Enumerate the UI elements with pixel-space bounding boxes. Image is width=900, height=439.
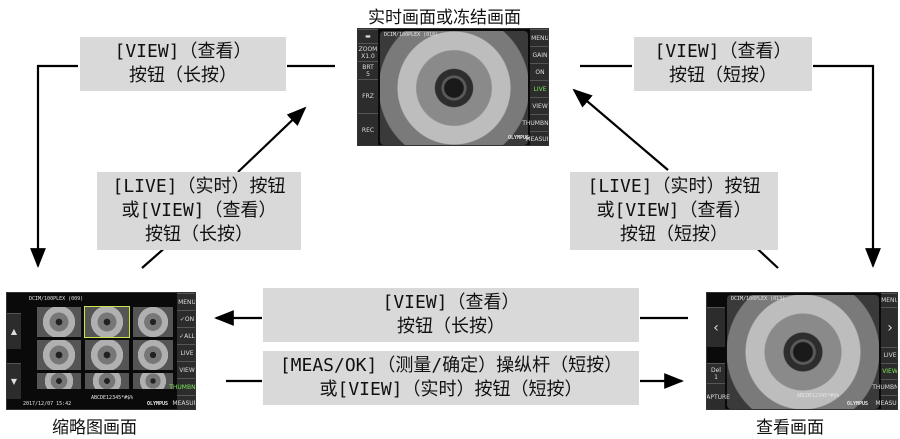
label-top-right: [VIEW]（查看） 按钮（短按） (634, 37, 812, 91)
label-line: [VIEW]（查看） (114, 41, 252, 62)
label-line: 按钮（长按） (129, 65, 237, 86)
view-right-button: MEASURE (875, 395, 897, 409)
view-scope-view (727, 295, 879, 409)
label-line: [VIEW]（查看） (382, 292, 520, 313)
arrow-thumbnail-to-live-head (237, 106, 307, 173)
arrow-live-to-thumbnail (30, 64, 78, 268)
thumbnail-tile (85, 340, 129, 370)
view-screen-image: DCIM/100PLEX (013) ABCDE12345*#$% OLYMPU… (706, 292, 898, 410)
label-line: [LIVE]（实时）按钮 (112, 176, 286, 197)
thumbnail-down-button: ▼ (7, 363, 21, 399)
live-right-button: MENU (530, 29, 548, 46)
label-bottom-view-to-thumbnail: [VIEW]（查看） 按钮（长按） (263, 288, 639, 342)
view-right-button: THUMBNAIL (872, 379, 897, 395)
thumbnail-tile (37, 373, 81, 389)
label-line: 或[VIEW]（实时）按钮（短按） (319, 379, 583, 400)
view-code: ABCDE12345*#$% (797, 393, 840, 399)
label-line: 或[VIEW]（查看） (121, 200, 277, 221)
label-mid-right: [LIVE]（实时）按钮 或[VIEW]（查看） 按钮（短按） (570, 172, 778, 250)
view-right-button: MENU (881, 293, 897, 307)
view-brand: OLYMPUS (847, 401, 869, 407)
live-left-button: BRT 5 (358, 61, 378, 79)
live-right-button: MEASURE (525, 131, 548, 145)
label-mid-left: [LIVE]（实时）按钮 或[VIEW]（查看） 按钮（长按） (97, 172, 301, 250)
thumbnail-tile (133, 340, 173, 370)
thumbnail-tile (133, 373, 173, 389)
live-left-button: ZOOM X1.0 (358, 43, 378, 61)
view-header: DCIM/100PLEX (013) (731, 296, 786, 302)
label-line: 按钮（长按） (145, 224, 253, 245)
arrow-view-to-live-head (572, 88, 669, 171)
live-right-button: ON (530, 63, 548, 80)
label-line: 或[VIEW]（查看） (596, 200, 752, 221)
view-left-button: Del 1 (707, 363, 725, 383)
thumbnail-right-button: ✓ON (177, 310, 195, 327)
caption-view-screen: 查看画面 (756, 418, 824, 438)
thumbnail-right-button: VIEW (177, 361, 195, 378)
thumbnail-tile (85, 373, 129, 389)
live-left-button: ▬ (358, 29, 378, 43)
label-line: 按钮（长按） (397, 316, 505, 337)
live-left-button: REC (358, 113, 378, 145)
live-right-button: GAIN (530, 46, 548, 63)
label-line: [LIVE]（实时）按钮 (587, 176, 761, 197)
live-brand: OLYMPUS (508, 135, 530, 141)
thumbnail-right-button: LIVE (177, 344, 195, 361)
arrow-live-to-view (813, 64, 881, 268)
live-right-button: LIVE (530, 80, 548, 97)
thumbnail-tile (133, 307, 173, 337)
live-scope-view (380, 31, 528, 145)
view-right-button: VIEW (881, 363, 897, 379)
live-header: DCIM/100PLEX (018) (384, 32, 439, 38)
label-line: 按钮（短按） (620, 224, 728, 245)
view-left-button: CAPTURE (707, 383, 730, 409)
thumbnail-up-button: ▲ (7, 313, 21, 349)
thumbnail-right-button: THUMBNAIL (169, 378, 195, 395)
live-screen-image: DCIM/100PLEX (018) OLYMPUS ▬ ZOOM X1.0 B… (357, 28, 549, 146)
caption-live-screen: 实时画面或冻结画面 (368, 8, 521, 28)
caption-thumbnail-screen: 缩略图画面 (52, 418, 137, 438)
thumbnail-header: DCIM/100PLEX (009) (29, 296, 84, 302)
thumbnail-code: ABCDE12345*#$% (91, 395, 134, 401)
thumbnail-right-button: MENU (177, 293, 195, 310)
view-next-button: › (881, 307, 897, 347)
label-line: 按钮（短按） (669, 65, 777, 86)
thumbnail-right-button: ✓ALL (177, 327, 195, 344)
live-right-button: THUMBNAIL (522, 114, 548, 131)
label-line: [MEAS/OK]（测量/确定）操纵杆（短按） (279, 355, 623, 376)
view-right-button: LIVE (881, 347, 897, 363)
thumbnail-tile (84, 306, 130, 338)
label-line: [VIEW]（查看） (654, 41, 792, 62)
thumbnail-right-button: MEASURE (172, 395, 195, 409)
label-bottom-thumbnail-to-view: [MEAS/OK]（测量/确定）操纵杆（短按） 或[VIEW]（实时）按钮（短按… (263, 351, 639, 405)
view-prev-button: ‹ (707, 307, 725, 347)
live-right-button: VIEW (530, 97, 548, 114)
thumbnail-brand: OLYMPUS (147, 401, 169, 407)
label-top-left: [VIEW]（查看） 按钮（长按） (80, 37, 286, 91)
thumbnail-tile (37, 340, 81, 370)
live-left-button: FRZ (358, 79, 378, 113)
thumbnail-tile (37, 307, 81, 337)
thumbnail-date: 2017/12/07 15:42 (23, 401, 72, 407)
thumbnail-screen-image: DCIM/100PLEX (009) ▲ ▼ 2017/12/07 15:42 … (6, 292, 196, 410)
